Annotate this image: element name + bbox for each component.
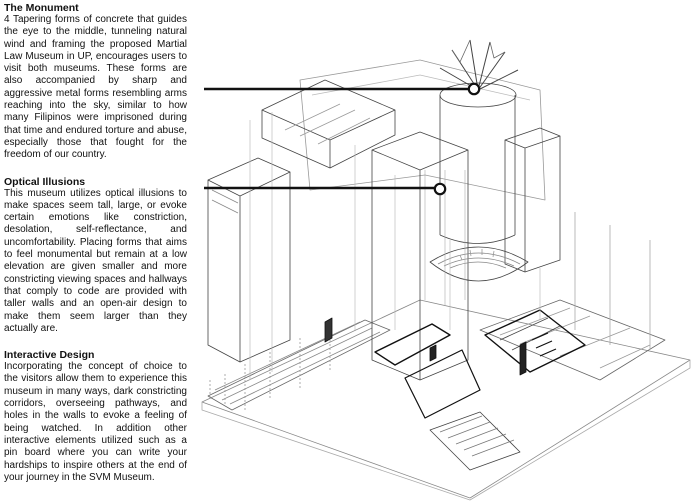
roof-tower bbox=[261, 79, 396, 169]
right-tower bbox=[504, 127, 561, 273]
section-monument: The Monument 4 Tapering forms of concret… bbox=[4, 2, 187, 162]
metal-arms bbox=[439, 39, 519, 91]
section-optical-illusions: Optical Illusions This museum utilizes o… bbox=[4, 176, 187, 336]
section-body: 4 Tapering forms of concrete that guides… bbox=[4, 14, 187, 161]
section-title: Interactive Design bbox=[4, 349, 95, 362]
section-interactive-design: Interactive Design Incorporating the con… bbox=[4, 349, 187, 484]
target-marker bbox=[467, 82, 481, 96]
text-column: The Monument 4 Tapering forms of concret… bbox=[4, 2, 187, 496]
left-wing bbox=[207, 319, 391, 411]
site-edge bbox=[201, 360, 691, 501]
center-tower bbox=[371, 131, 469, 381]
section-body: This museum utilizes optical illusions t… bbox=[4, 187, 187, 334]
walkway-bottom bbox=[404, 349, 481, 419]
cylinder-tower bbox=[439, 95, 516, 235]
section-title: Optical Illusions bbox=[4, 175, 86, 188]
target-marker bbox=[433, 182, 447, 196]
axonometric-building-drawing bbox=[201, 39, 691, 501]
amphitheater bbox=[429, 246, 529, 282]
left-tower bbox=[207, 157, 291, 363]
leader-monument bbox=[204, 82, 481, 96]
lower-stair bbox=[429, 411, 521, 471]
walkway-left bbox=[374, 323, 451, 366]
section-title: The Monument bbox=[4, 2, 79, 14]
walkway-right bbox=[484, 309, 586, 373]
right-wing bbox=[479, 299, 666, 381]
leader-optical-illusions bbox=[204, 182, 447, 196]
site-outline bbox=[201, 299, 691, 499]
section-body: Incorporating the concept of choice to t… bbox=[4, 361, 187, 483]
rear-plane bbox=[299, 59, 546, 201]
